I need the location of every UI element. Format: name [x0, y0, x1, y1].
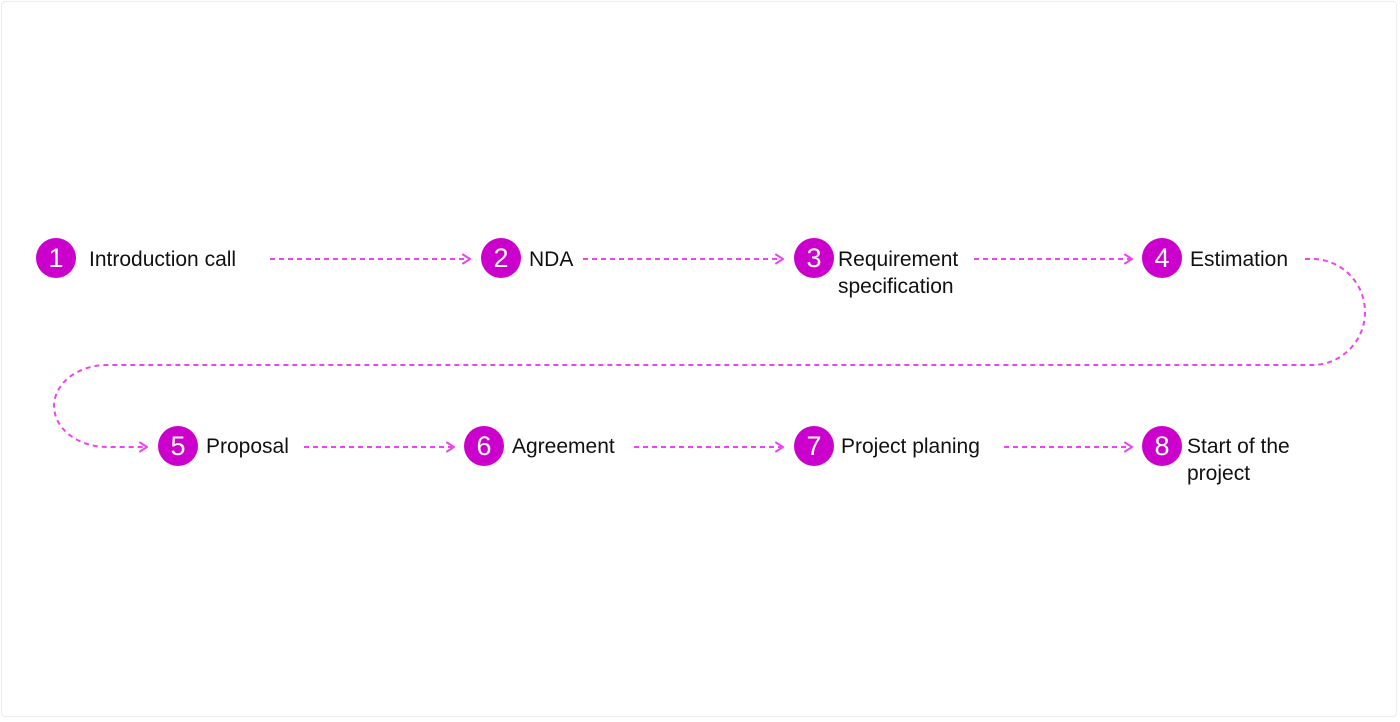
step-2-label: NDA: [529, 248, 574, 271]
step-1-number-badge: 1: [36, 238, 76, 278]
step-2-number-badge: 2: [481, 238, 521, 278]
step-4-number-badge: 4: [1142, 238, 1182, 278]
step-8-label: Start of the project: [1187, 435, 1290, 485]
step-1-label: Introduction call: [89, 248, 237, 271]
step-7-label: Project planing: [841, 435, 980, 458]
step-4-label: Estimation: [1190, 248, 1289, 271]
step-7-number-badge: 7: [794, 426, 834, 466]
step-3-label: Requirement specification: [838, 248, 959, 298]
step-5-label: Proposal: [206, 435, 289, 458]
connector-4-5: [53, 258, 1366, 453]
step-8-number-badge: 8: [1142, 426, 1182, 466]
step-5-number-badge: 5: [158, 426, 198, 466]
step-6-label: Agreement: [512, 435, 615, 458]
step-6-number-badge: 6: [464, 426, 504, 466]
step-3-number-badge: 3: [794, 238, 834, 278]
